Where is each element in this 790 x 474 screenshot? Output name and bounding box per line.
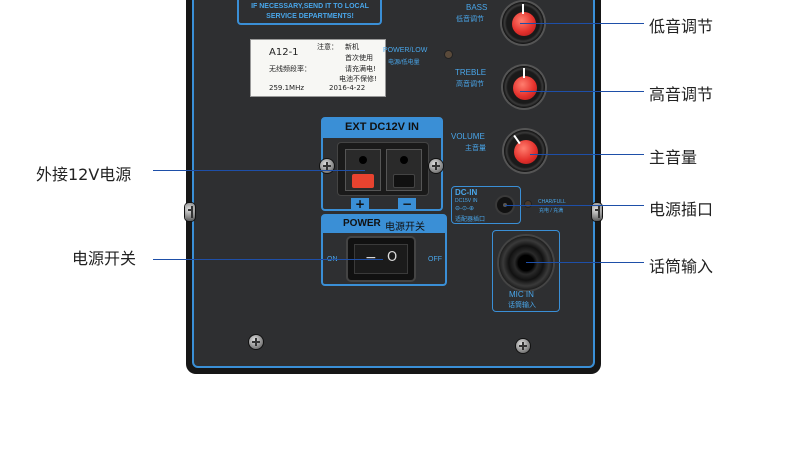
dcin-cn: 适配器插口 bbox=[455, 217, 486, 223]
power-title-cn: 电源开关 bbox=[385, 222, 425, 233]
bottom-screw-left bbox=[249, 335, 263, 349]
annotation-line-volume bbox=[530, 154, 644, 155]
bass-label-en: BASS bbox=[466, 3, 488, 12]
warning-line1: IF NECESSARY,SEND IT TO LOCAL bbox=[251, 3, 369, 10]
mic-label-en: MIC IN bbox=[509, 290, 534, 299]
mic-jack-hole bbox=[518, 255, 534, 271]
power-box bbox=[321, 214, 447, 286]
annotation-mic: 话筒输入 bbox=[649, 257, 714, 276]
annotation-treble: 高音调节 bbox=[649, 85, 714, 104]
power-header bbox=[323, 216, 445, 233]
treble-knob[interactable] bbox=[503, 66, 545, 108]
sticker-note-value: 新机 bbox=[345, 43, 359, 51]
sticker-first-use: 首次使用 bbox=[345, 54, 373, 62]
sticker-note-label: 注意： bbox=[317, 43, 338, 51]
sticker-wireless: 无线频段率： bbox=[269, 65, 311, 73]
ext-terminal-negative-hole bbox=[400, 156, 408, 164]
ext-minus-badge: − bbox=[398, 198, 416, 211]
sticker-charge: 请充满电! bbox=[345, 65, 376, 73]
bass-knob-indicator bbox=[522, 4, 524, 14]
ext-terminal-positive-clip bbox=[352, 174, 374, 188]
annotation-bass: 低音调节 bbox=[649, 17, 714, 36]
ext-terminal-negative-clip bbox=[393, 174, 415, 188]
annotation-line-power-switch bbox=[153, 259, 383, 260]
annotation-line-dc-jack bbox=[505, 205, 644, 206]
volume-knob[interactable] bbox=[504, 130, 546, 172]
warning-line2: SERVICE DEPARTMENTS! bbox=[266, 13, 354, 20]
mic-label-cn: 话筒输入 bbox=[508, 302, 536, 309]
annotation-volume: 主音量 bbox=[649, 148, 698, 167]
mic-box bbox=[492, 230, 560, 312]
ext-plus-badge: + bbox=[351, 198, 369, 211]
treble-label-en: TREBLE bbox=[455, 68, 487, 77]
power-low-led bbox=[445, 51, 452, 58]
ext-minus-sign: − bbox=[401, 197, 413, 211]
power-title-en: POWER bbox=[343, 218, 381, 229]
side-screw-left bbox=[185, 203, 195, 221]
dcin-title: DC-IN bbox=[455, 188, 478, 197]
sticker-date: 2016-4-22 bbox=[329, 84, 366, 92]
annotation-line-ext bbox=[153, 170, 365, 171]
annotation-line-mic bbox=[526, 262, 644, 263]
warning-box bbox=[237, 0, 382, 25]
mic-jack[interactable] bbox=[499, 236, 553, 290]
ext-screw-left bbox=[320, 159, 334, 173]
ext-terminal-negative[interactable] bbox=[386, 149, 422, 191]
sticker-model: A12-1 bbox=[269, 47, 299, 58]
bass-label-cn: 低音调节 bbox=[456, 16, 484, 23]
ext-dc12v-header bbox=[323, 119, 441, 138]
bottom-screw-right bbox=[516, 339, 530, 353]
annotation-dc-jack: 电源插口 bbox=[649, 200, 714, 219]
char-full-cn: 充电 / 充满 bbox=[539, 208, 564, 214]
annotation-power-switch: 电源开关 bbox=[72, 249, 137, 268]
power-switch-minus: − bbox=[365, 250, 377, 266]
sticker-label: A12-1 注意： 新机 首次使用 无线频段率： 请充满电! 电池不保修! 25… bbox=[250, 39, 386, 97]
ext-screw-right bbox=[429, 159, 443, 173]
power-switch-o: O bbox=[387, 250, 398, 265]
dcin-polarity: ⊖-⊙-⊕ bbox=[455, 206, 475, 212]
annotation-ext: 外接12V电源 bbox=[36, 165, 132, 184]
annotation-line-treble bbox=[520, 91, 644, 92]
ext-plus-sign: + bbox=[354, 197, 366, 211]
ext-dc12v-title: EXT DC12V IN bbox=[345, 121, 419, 133]
power-off-label: OFF bbox=[428, 256, 442, 263]
treble-knob-cap bbox=[513, 76, 537, 100]
volume-label-en: VOLUME bbox=[451, 132, 485, 141]
power-low-label-cn: 电源/低电量 bbox=[388, 60, 420, 66]
power-low-label-en: POWER/LOW bbox=[383, 47, 428, 54]
char-full-en: CHAR/FULL bbox=[538, 199, 566, 205]
side-screw-right bbox=[592, 203, 602, 221]
bass-knob-cap bbox=[512, 12, 536, 36]
ext-terminal-positive-hole bbox=[359, 156, 367, 164]
volume-label-cn: 主音量 bbox=[465, 145, 486, 152]
bass-knob[interactable] bbox=[502, 2, 544, 44]
annotation-line-bass bbox=[520, 23, 644, 24]
sticker-battery: 电池不保修! bbox=[339, 75, 377, 83]
dcin-spec: DC15V IN bbox=[455, 198, 478, 204]
charge-led bbox=[525, 201, 531, 207]
treble-knob-indicator bbox=[523, 68, 525, 78]
treble-label-cn: 高音调节 bbox=[456, 81, 484, 88]
sticker-freq: 259.1MHz bbox=[269, 84, 305, 92]
